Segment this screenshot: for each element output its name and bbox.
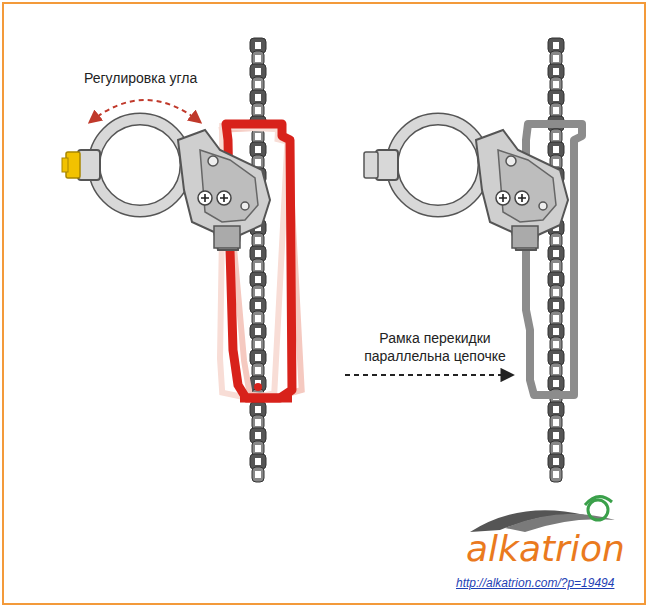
logo-text: alkatrion: [466, 526, 625, 571]
annotation-label: Регулировка угла: [84, 70, 197, 88]
url-text: http://alkatrion.com/?p=19494: [456, 576, 614, 591]
annotation-label: Рамка перекидки параллельна цепочке: [350, 330, 520, 365]
